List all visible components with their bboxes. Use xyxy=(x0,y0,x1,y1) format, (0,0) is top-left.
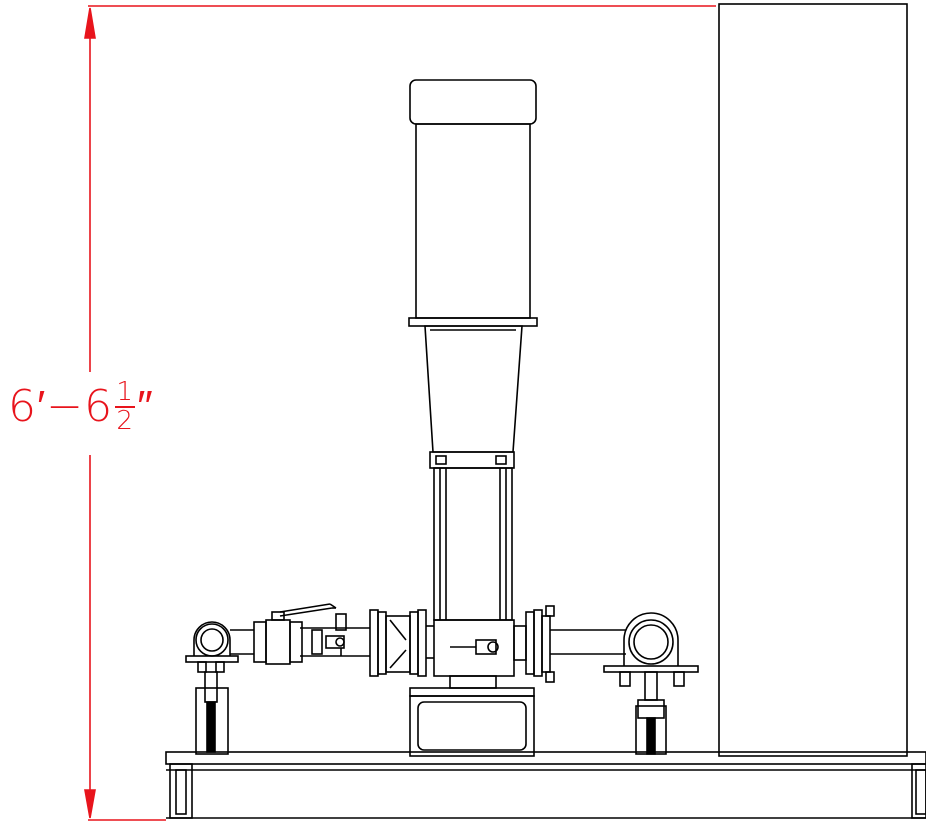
control-panel-outline xyxy=(718,3,908,757)
base-channel-end-left xyxy=(169,763,193,819)
pump-casing xyxy=(433,619,515,677)
dimension-whole: 6′−6 xyxy=(8,380,114,432)
right-flange-inner xyxy=(525,611,535,675)
ball-valve-end-left xyxy=(253,621,267,663)
right-pipe-end xyxy=(628,619,674,665)
motor-adapter xyxy=(424,325,523,453)
gauge-valve xyxy=(311,629,323,655)
arrowhead-top xyxy=(84,7,96,39)
check-valve-body xyxy=(385,615,411,673)
fraction-denominator: 2 xyxy=(116,405,134,436)
dimension-fraction: 1 2 xyxy=(115,377,136,436)
gauge-stem xyxy=(335,613,347,631)
ball-valve-handle xyxy=(279,603,331,613)
fraction-numerator: 1 xyxy=(116,377,134,407)
ball-valve-body xyxy=(265,619,291,665)
motor-body xyxy=(415,123,531,319)
left-support-stand xyxy=(195,687,229,755)
left-support-plate xyxy=(185,655,239,663)
pump-foot xyxy=(449,675,497,689)
motor-cap xyxy=(409,79,537,125)
right-flange-outer xyxy=(533,609,543,677)
pump-pedestal xyxy=(409,695,535,757)
ball-valve-end-right xyxy=(289,621,303,663)
motor-flange xyxy=(408,317,538,327)
right-support-plate xyxy=(603,665,699,673)
left-flange-outer xyxy=(369,609,379,677)
dimension-unit: ″ xyxy=(137,380,154,432)
adapter-base-flange xyxy=(429,451,515,469)
left-flange-inner xyxy=(417,609,427,677)
base-plate xyxy=(165,751,926,765)
base-channel-end-right xyxy=(911,763,926,819)
pump-base-plate xyxy=(409,687,535,697)
height-dimension xyxy=(84,5,716,821)
height-dimension-label: 6′−6 1 2 ″ xyxy=(8,377,154,436)
arrowhead-bottom xyxy=(84,789,96,819)
fraction-bar xyxy=(115,405,136,408)
equipment-lines xyxy=(165,3,926,819)
